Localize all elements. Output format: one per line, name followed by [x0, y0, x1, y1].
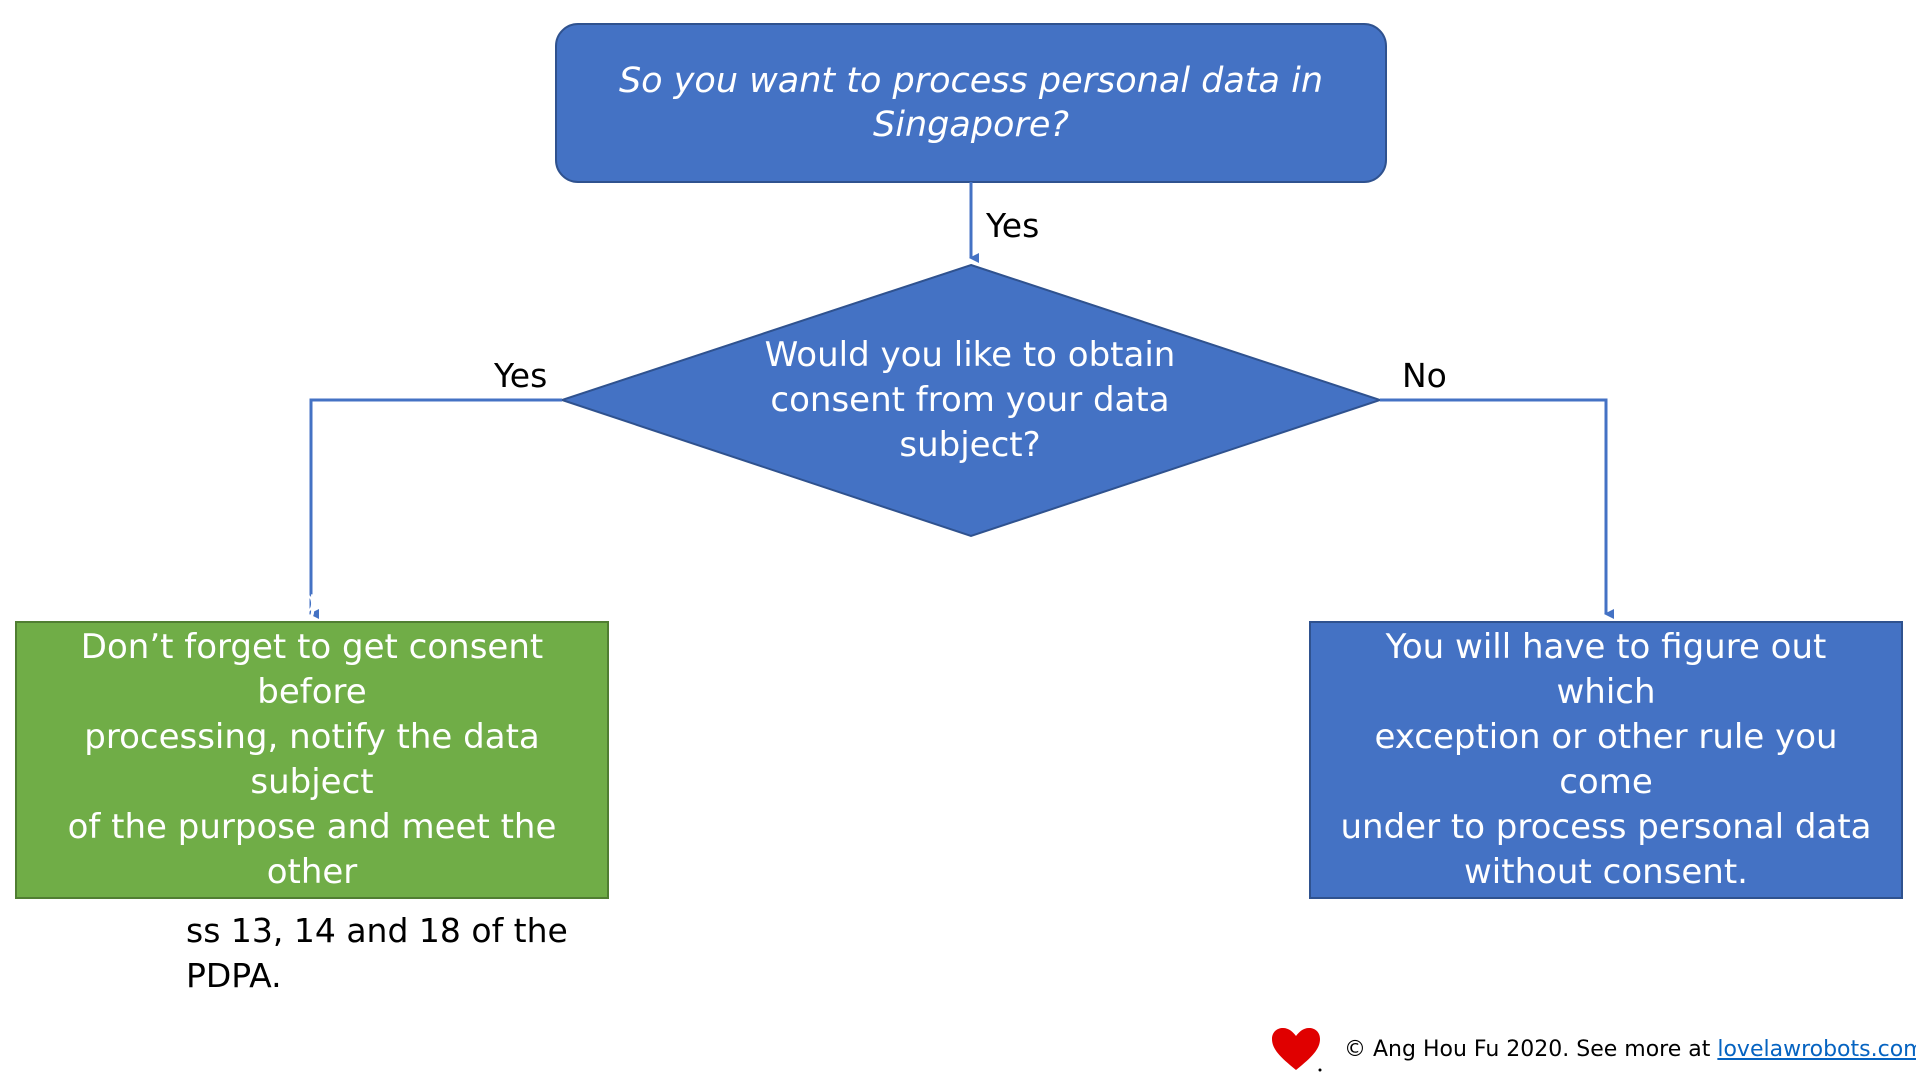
- connector-decision-to-yes: [309, 398, 562, 619]
- footer-link[interactable]: lovelawrobots.com: [1717, 1037, 1916, 1062]
- no-outcome-box: [1309, 621, 1903, 899]
- footer-credit-text: © Ang Hou Fu 2020. See more at: [1344, 1037, 1718, 1062]
- edge-label-decision-no: No: [1402, 356, 1447, 395]
- no-outcome-text: You will have to figure out which except…: [1340, 627, 1872, 892]
- yes-outcome-text: OK, great! Don’t forget to get consent b…: [67, 582, 557, 937]
- citation-note: ss 13, 14 and 18 of the PDPA.: [186, 911, 568, 995]
- decision-node-text: Would you like to obtain consent from yo…: [764, 334, 1176, 465]
- heart-icon: [1272, 1028, 1322, 1072]
- yes-outcome-box: [15, 621, 609, 899]
- start-node-text: So you want to process personal data in …: [618, 61, 1324, 145]
- connector-decision-to-no: [1380, 398, 1614, 619]
- footer-credit: © Ang Hou Fu 2020. See more at lovelawro…: [1344, 1036, 1916, 1064]
- decision-diamond: [558, 263, 1384, 538]
- edge-label-start-yes: Yes: [986, 206, 1040, 245]
- edge-label-decision-yes: Yes: [494, 356, 548, 395]
